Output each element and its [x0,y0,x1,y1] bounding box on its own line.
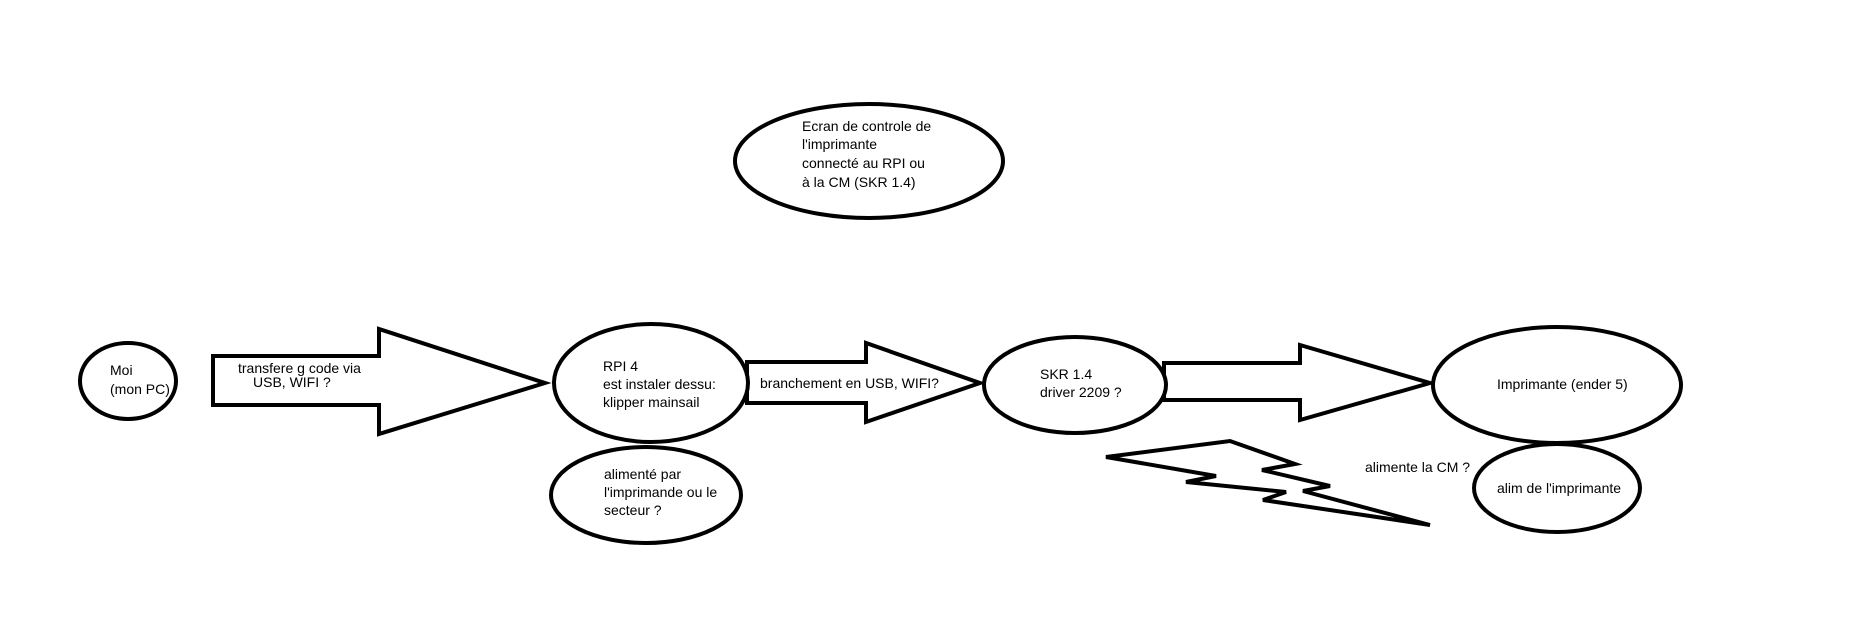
arrow-pc-to-rpi [211,326,552,437]
label-pc-to-rpi: transfere g code via USB, WIFI ? [238,360,365,390]
label-moi: Moi (mon PC) [110,362,170,397]
label-rpi-to-skr: branchement en USB, WIFI? [760,375,939,391]
node-moi [78,341,178,421]
label-rpi: RPI 4 est instaler dessu: klipper mainsa… [603,358,720,410]
node-skr [982,335,1168,435]
node-ecran [733,102,1005,220]
label-imprimante: Imprimante (ender 5) [1497,376,1628,392]
label-alim-to-skr: alimente la CM ? [1365,459,1470,475]
arrow-skr-to-imprimante [1162,342,1438,423]
label-skr: SKR 1.4 driver 2209 ? [1040,366,1122,400]
label-alim-imprimante: alim de l'imprimante [1497,480,1621,496]
node-rpi [552,322,750,444]
node-alim-rpi [549,445,743,545]
lightning-bolt-icon [1105,438,1431,527]
node-alim-imprimante [1472,442,1642,534]
label-alim-rpi: alimenté par l'imprimande ou le secteur … [604,466,721,518]
arrow-rpi-to-skr [745,340,987,425]
label-ecran: Ecran de controle de l'imprimante connec… [802,118,935,190]
